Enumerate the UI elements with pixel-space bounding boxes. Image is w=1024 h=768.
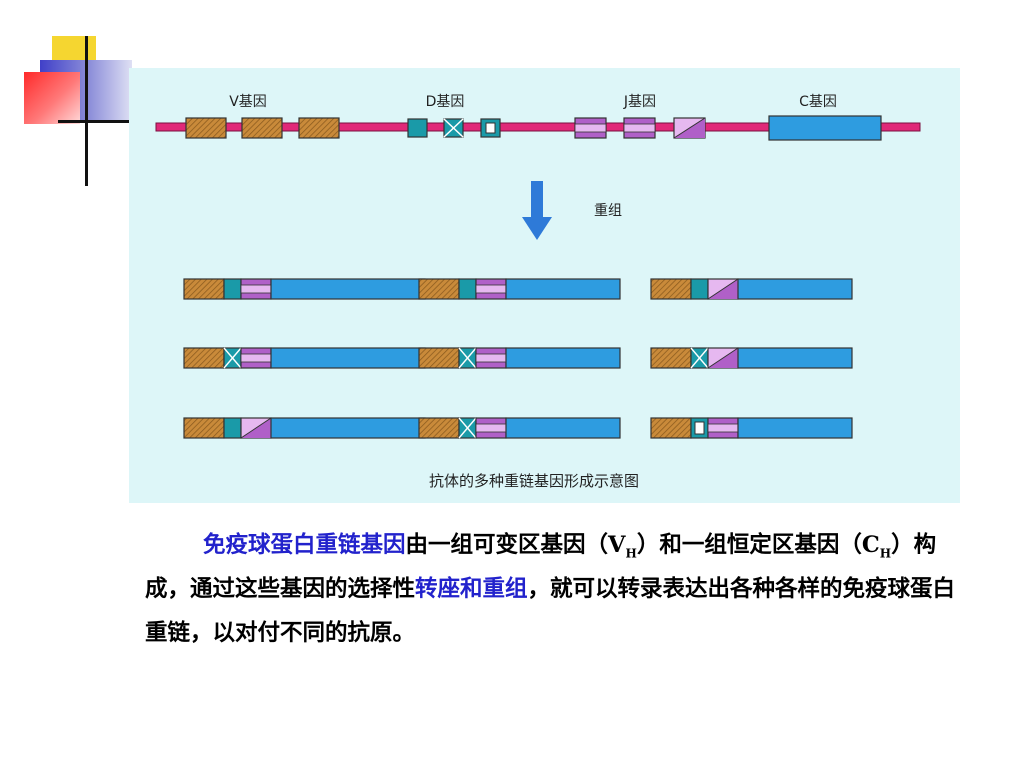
decor-horizontal-line <box>58 120 130 123</box>
v-segment <box>298 117 340 139</box>
recombined-gene <box>183 278 426 300</box>
paragraph-text-2: ）和一组恒定区基因（C <box>636 532 880 558</box>
recombined-gene <box>183 417 426 439</box>
d-segment <box>407 118 428 138</box>
recombined-gene <box>650 347 853 369</box>
decor-red-square <box>24 72 80 124</box>
j-segment <box>623 117 656 139</box>
highlight-transposition-recombination: 转座和重组 <box>415 576 528 602</box>
recombination-label: 重组 <box>594 203 622 219</box>
chromosome-line <box>155 122 921 132</box>
germline-chromosome <box>155 115 921 141</box>
down-arrow-icon <box>522 181 552 240</box>
recombined-gene <box>650 278 853 300</box>
highlight-heavy-chain-genes: 免疫球蛋白重链基因 <box>203 532 406 558</box>
diagram-caption: 抗体的多种重链基因形成示意图 <box>429 472 639 490</box>
d-segment-boxed <box>480 118 501 138</box>
paragraph-text-4: ，就可以转录表达出各种各样的免疫球蛋白重链，以对付不同的抗原。 <box>145 576 956 646</box>
c-gene-label: C基因 <box>799 93 837 110</box>
j-segment <box>574 117 607 139</box>
v-gene-label: V基因 <box>229 93 267 110</box>
subscript-h-1: H <box>625 546 637 561</box>
recombined-gene <box>418 347 621 369</box>
recombined-gene <box>183 347 426 369</box>
d-segment-crossed <box>443 118 464 138</box>
subscript-h-2: H <box>879 546 892 561</box>
paragraph-text-1: 由一组可变区基因（V <box>405 532 626 558</box>
c-segment <box>768 115 882 141</box>
paragraph-text-3: ）构成，通过这些基因的选择性 <box>145 532 937 602</box>
recombination-diagram: V基因 D基因 J基因 C基因 <box>129 68 960 503</box>
j-segment-diagonal <box>673 117 706 139</box>
recombined-gene <box>650 417 853 439</box>
d-gene-label: D基因 <box>426 93 465 110</box>
v-segment <box>185 117 227 139</box>
recombined-gene <box>418 278 621 300</box>
v-segment <box>241 117 283 139</box>
body-paragraph: 免疫球蛋白重链基因由一组可变区基因（VH）和一组恒定区基因（CH）构成，通过这些… <box>145 523 957 655</box>
decor-vertical-line <box>85 36 88 186</box>
recombined-gene <box>418 417 621 439</box>
j-gene-label: J基因 <box>623 93 656 110</box>
